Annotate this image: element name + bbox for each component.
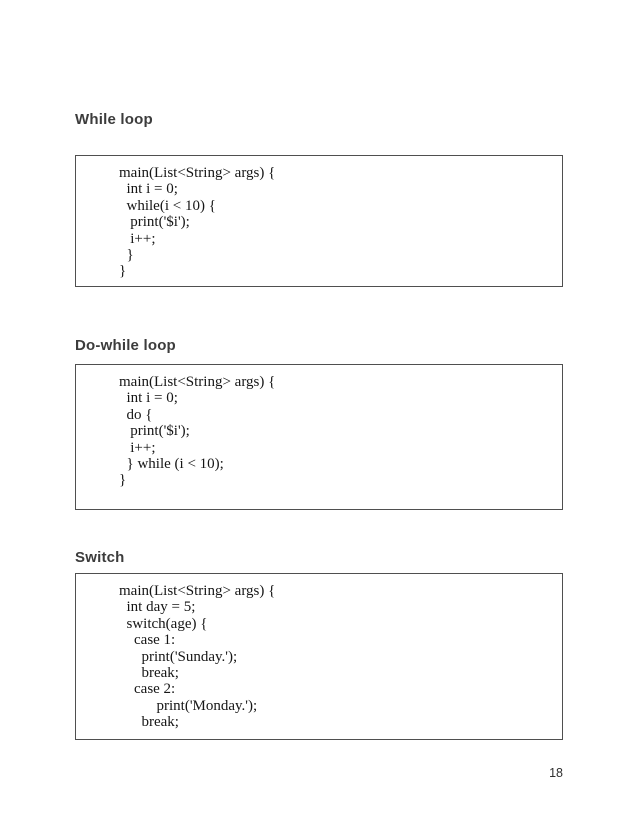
code-box-switch: main(List<String> args) { int day = 5; s… xyxy=(75,573,563,740)
page-number: 18 xyxy=(549,766,563,780)
code-switch: main(List<String> args) { int day = 5; s… xyxy=(119,583,276,731)
code-box-do-while-loop: main(List<String> args) { int i = 0; do … xyxy=(75,364,563,510)
code-do-while-loop: main(List<String> args) { int i = 0; do … xyxy=(119,374,276,489)
section-heading-while-loop: While loop xyxy=(75,111,153,128)
section-heading-switch: Switch xyxy=(75,549,125,566)
code-box-while-loop: main(List<String> args) { int i = 0; whi… xyxy=(75,155,563,287)
section-heading-do-while-loop: Do-while loop xyxy=(75,337,176,354)
code-while-loop: main(List<String> args) { int i = 0; whi… xyxy=(119,165,276,280)
